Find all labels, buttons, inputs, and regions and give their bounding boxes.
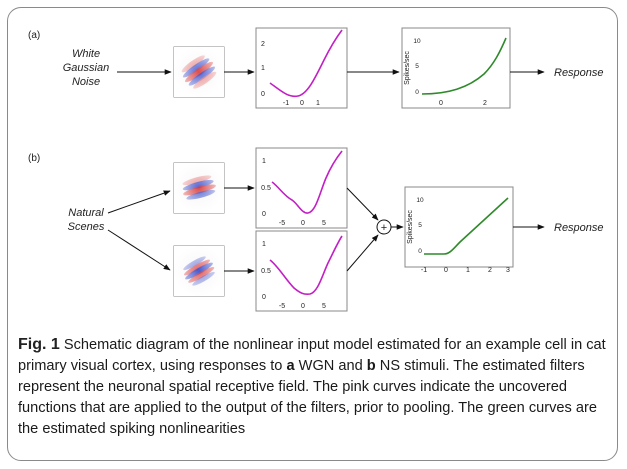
- x-tick-label: 1: [316, 100, 320, 107]
- y-tick-label: 0: [418, 248, 422, 255]
- x-tick-label: 2: [483, 100, 487, 107]
- y-tick-label: 2: [261, 41, 265, 48]
- y-tick-label: 5: [418, 222, 422, 229]
- receptive-field-filter-b-top: [173, 162, 225, 214]
- panel-a-label: (a): [28, 30, 40, 41]
- arrow-input-to-filter-top: [107, 190, 171, 214]
- input-label-line: White: [72, 48, 100, 60]
- y-axis-label: Spikes/sec: [407, 210, 414, 244]
- panel-b-input-label: Natural Scenes: [68, 207, 105, 233]
- panel-b-label: (b): [28, 153, 40, 164]
- x-tick-label: 3: [506, 267, 510, 274]
- x-tick-label: 2: [488, 267, 492, 274]
- y-tick-label: 0: [262, 294, 266, 301]
- input-nonlinearity-plot-b-top: 1 0.5 0 -5 0 5: [255, 147, 348, 229]
- y-axis-label: Spikes/sec: [404, 51, 411, 85]
- arrow-input-to-filter-bottom: [107, 229, 171, 271]
- x-tick-label: -1: [421, 267, 427, 274]
- nonlinearity-curve: [269, 29, 343, 98]
- input-nonlinearity-plot-a: 2 1 0 -1 0 1: [255, 27, 348, 109]
- caption-panel-ref-a: a: [286, 358, 295, 374]
- x-tick-label: 5: [322, 303, 326, 310]
- spiking-nonlinearity-plot-b: Spikes/sec 10 5 0 -1 0 1 2 3: [404, 186, 514, 274]
- y-tick-label: 1: [262, 241, 266, 248]
- response-label-b: Response: [554, 222, 604, 234]
- x-tick-label: 0: [300, 100, 304, 107]
- caption-text: WGN and: [294, 358, 367, 374]
- sum-symbol: +: [381, 222, 387, 234]
- arrow-nl-bottom-to-sum: [346, 234, 379, 272]
- y-tick-label: 0.5: [261, 268, 271, 275]
- caption-panel-ref-b: b: [366, 358, 376, 374]
- caption-text: NS stimuli. The estimated filters repres…: [18, 358, 597, 437]
- input-label-line: Gaussian: [63, 62, 109, 74]
- y-tick-label: 10: [416, 197, 424, 204]
- x-tick-label: 1: [466, 267, 470, 274]
- spiking-nonlinearity-plot-a: Spikes/sec 10 5 0 0 2: [401, 27, 511, 109]
- y-tick-label: 5: [415, 63, 419, 70]
- x-tick-label: -1: [283, 100, 289, 107]
- input-label-line: Noise: [72, 76, 100, 88]
- model-diagram: (a) White Gaussian Noise 2 1 0: [28, 27, 604, 312]
- y-tick-label: 1: [261, 65, 265, 72]
- y-tick-label: 0: [415, 89, 419, 96]
- x-tick-label: -5: [279, 220, 285, 227]
- y-tick-label: 10: [413, 38, 421, 45]
- input-nonlinearity-plot-b-bottom: 1 0.5 0 -5 0 5: [255, 230, 348, 312]
- x-tick-label: 0: [444, 267, 448, 274]
- x-tick-label: 0: [301, 220, 305, 227]
- y-tick-label: 0: [261, 91, 265, 98]
- x-tick-label: 0: [301, 303, 305, 310]
- y-tick-label: 0: [262, 211, 266, 218]
- receptive-field-filter-a: [173, 46, 225, 98]
- caption-text: Schematic diagram of the nonlinear input…: [18, 337, 606, 374]
- spiking-curve: [424, 197, 509, 255]
- x-tick-label: 5: [322, 220, 326, 227]
- figure-frame: (a) White Gaussian Noise 2 1 0: [7, 7, 618, 461]
- arrow-nl-top-to-sum: [346, 187, 379, 221]
- figure-caption: Fig. 1 Schematic diagram of the nonlinea…: [18, 334, 610, 440]
- spiking-curve: [421, 37, 507, 95]
- x-tick-label: -5: [279, 303, 285, 310]
- caption-figure-number: Fig. 1: [18, 336, 60, 353]
- y-tick-label: 1: [262, 158, 266, 165]
- x-tick-label: 0: [439, 100, 443, 107]
- input-label-line: Natural: [68, 207, 104, 219]
- panel-a-input-label: White Gaussian Noise: [63, 48, 109, 88]
- summation-node: +: [376, 219, 392, 235]
- nonlinearity-curve: [271, 150, 343, 214]
- receptive-field-filter-b-bottom: [173, 245, 225, 297]
- response-label-a: Response: [554, 67, 604, 79]
- y-tick-label: 0.5: [261, 185, 271, 192]
- input-label-line: Scenes: [68, 221, 105, 233]
- nonlinearity-curve: [269, 235, 343, 296]
